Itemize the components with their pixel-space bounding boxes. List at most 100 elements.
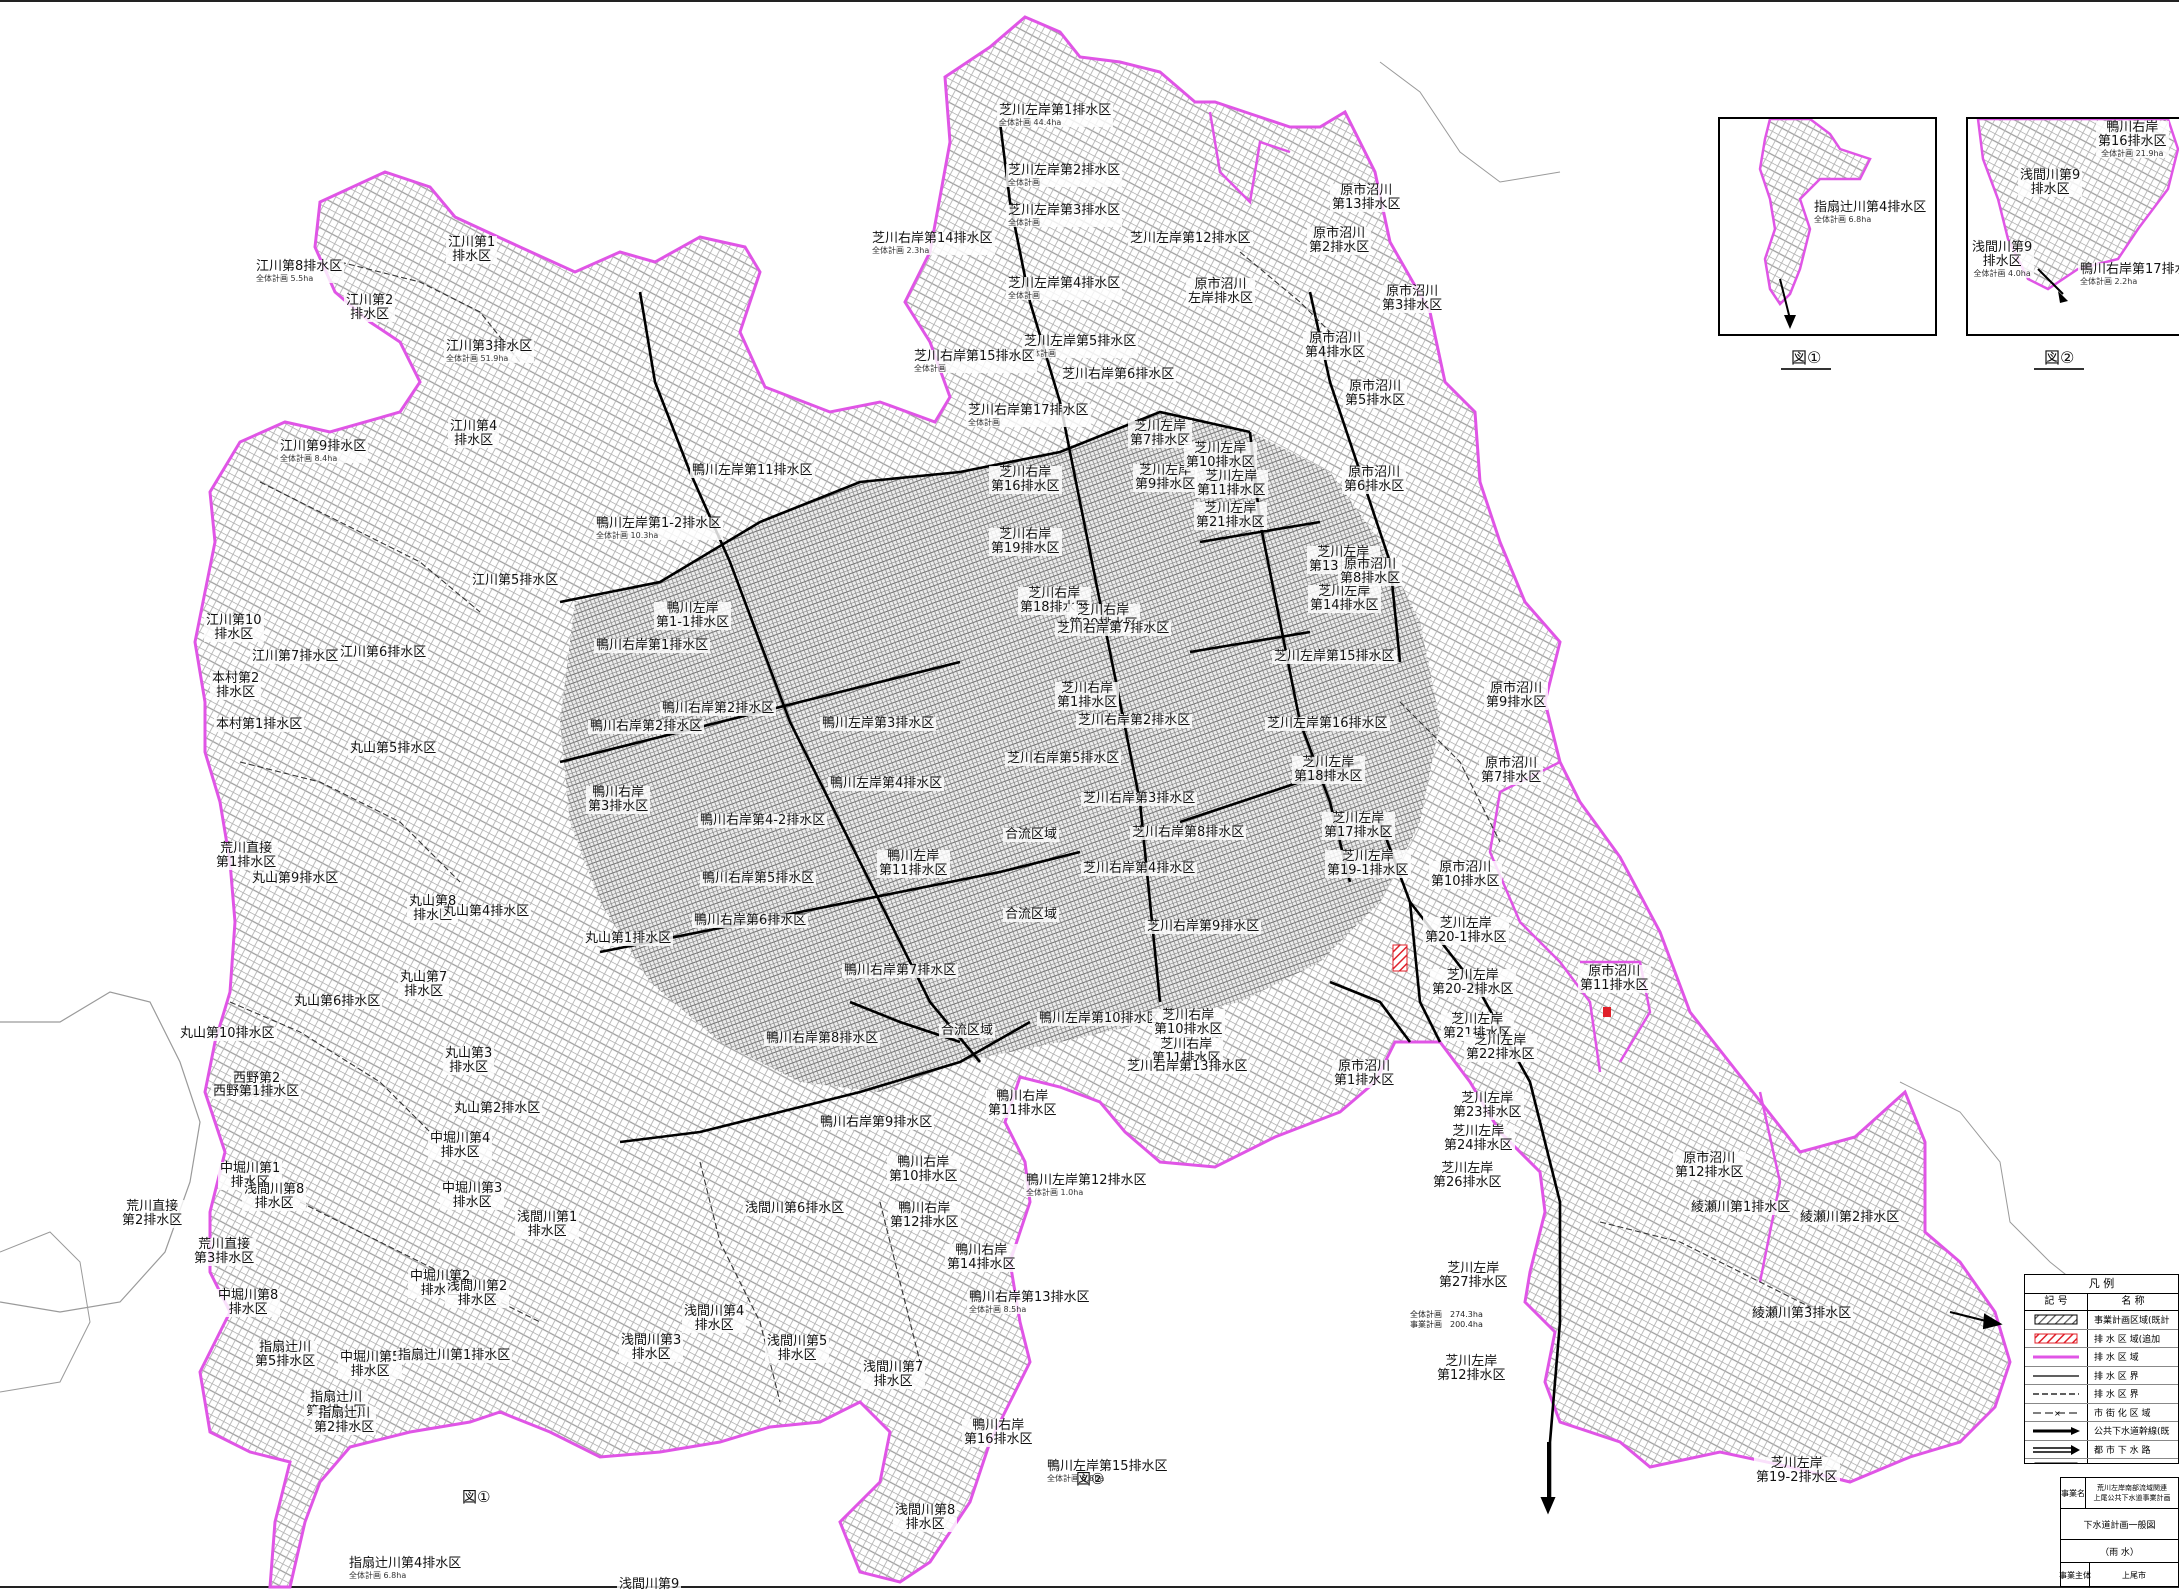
district-name: 浅間川第5 排水区	[767, 1334, 828, 1363]
district-label: 江川第7排水区	[250, 650, 341, 664]
title-block-project-name: 荒川左岸南部流域関連 上尾公共下水道事業計画	[2093, 1484, 2171, 1502]
district-label: 芝川右岸 第16排水区	[989, 466, 1062, 494]
district-label: 芝川右岸第8排水区	[1130, 826, 1247, 840]
district-label: 丸山第4排水区	[441, 905, 532, 919]
district-name: 芝川左岸 第7排水区	[1130, 419, 1191, 448]
district-label: 芝川右岸第14排水区全体計画 2.3ha	[870, 232, 995, 255]
district-name: 原市沼川 第3排水区	[1382, 284, 1443, 313]
district-label: 鴨川右岸 第14排水区	[945, 1244, 1018, 1272]
district-label: 浅間川第3 排水区	[619, 1334, 684, 1362]
legend-row: ×市 街 化 区 域	[2025, 1403, 2178, 1422]
district-name: 芝川右岸 第19排水区	[991, 527, 1060, 556]
district-label: 芝川左岸 第19-1排水区	[1325, 850, 1411, 878]
district-name: 原市沼川 第2排水区	[1309, 226, 1370, 255]
district-name: 本村第1排水区	[216, 717, 303, 732]
district-name: 原市沼川 第11排水区	[1580, 964, 1649, 993]
district-name: 江川第2 排水区	[346, 293, 394, 322]
district-label: 江川第3排水区全体計画 51.9ha	[444, 339, 535, 363]
district-name: 原市沼川 第7排水区	[1481, 756, 1542, 785]
district-name: 鴨川右岸 第11排水区	[988, 1089, 1057, 1118]
district-label: 芝川右岸第4排水区	[1081, 862, 1198, 876]
district-name: 鴨川右岸第5排水区	[702, 871, 815, 886]
inset-1: 指扇辻川第4排水区 全体計画 6.8ha	[1718, 117, 1937, 336]
title-block: 事業名 荒川左岸南部流域関連 上尾公共下水道事業計画 下水道計画一般図 （雨 水…	[2059, 1477, 2179, 1587]
district-name: 芝川左岸 第10排水区	[1186, 441, 1255, 470]
district-area: 全体計画 6.8ha	[349, 1571, 407, 1580]
legend-row: 都 市 下 水 路	[2025, 1440, 2178, 1459]
district-label: 指扇辻川 第2排水区	[312, 1407, 377, 1435]
district-area: 全体計画	[914, 364, 946, 373]
figure-ref-2: 図②	[1076, 1470, 1105, 1488]
inset-1-caption: 図①	[1781, 344, 1832, 370]
district-label: 江川第2 排水区	[344, 293, 396, 322]
title-block-owner-label: 事業主体	[2059, 1563, 2091, 1587]
district-name: 合流区域	[1005, 827, 1058, 842]
district-label: 丸山第6排水区	[292, 995, 383, 1009]
district-name: 丸山第1排水区	[585, 931, 672, 946]
district-name: 鴨川左岸第11排水区	[692, 463, 813, 478]
drainage-boundary-inner	[1208, 111, 1291, 205]
district-name: 芝川左岸 第18排水区	[1294, 755, 1363, 784]
district-label: 芝川左岸 第7排水区	[1128, 419, 1193, 448]
district-label: 芝川左岸 第22排水区	[1464, 1034, 1537, 1062]
district-label: 鴨川左岸第15排水区全体計画 6.8ha	[1045, 1460, 1170, 1483]
district-label: 芝川左岸第2排水区全体計画	[1006, 164, 1123, 187]
district-name: 鴨川右岸第7排水区	[844, 963, 957, 978]
district-label: 鴨川左岸第3排水区	[820, 717, 937, 731]
legend-col-symbol: 記 号	[2025, 1294, 2088, 1310]
district-name: 鴨川右岸第2排水区	[662, 701, 775, 716]
district-name: 芝川左岸 第20-2排水区	[1432, 968, 1514, 997]
district-name: 荒川直接 第2排水区	[122, 1199, 183, 1228]
district-name: 芝川右岸 第1排水区	[1057, 681, 1118, 710]
district-name: 芝川左岸第3排水区	[1008, 203, 1121, 218]
district-label: 荒川直接 第3排水区	[192, 1238, 257, 1266]
district-label: 芝川右岸第9排水区	[1145, 920, 1262, 934]
district-label: 鴨川右岸第6排水区	[692, 914, 809, 928]
legend-name: 排 水 区 界	[2094, 1390, 2139, 1401]
drainage-boundary-inner-4	[1758, 1091, 1782, 1283]
district-label: 綾瀬川第2排水区	[1798, 1211, 1902, 1225]
district-name: 鴨川左岸第15排水区	[1047, 1459, 1168, 1474]
district-name: 浅間川第8 排水区	[895, 1503, 956, 1532]
district-name: 指扇辻川第4排水区	[349, 1556, 462, 1571]
legend-name: 排 水 区 界	[2094, 1371, 2139, 1382]
district-name: 鴨川右岸第13排水区	[969, 1290, 1090, 1305]
district-label: 指扇辻川第4排水区全体計画 6.8ha	[347, 1556, 464, 1580]
district-name: 江川第1 排水区	[448, 235, 496, 264]
district-label: 芝川左岸第1排水区全体計画 44.4ha	[997, 104, 1114, 127]
district-label: 原市沼川 第3排水区	[1380, 284, 1445, 313]
district-label: 合流区域	[939, 1024, 996, 1038]
title-block-owner-name: 上尾市	[2122, 1570, 2146, 1580]
legend-name: 事業計画区域(既計	[2094, 1316, 2170, 1327]
district-name: 鴨川右岸 第14排水区	[947, 1243, 1016, 1272]
district-name: 原市沼川 第12排水区	[1675, 1151, 1744, 1180]
district-label: 荒川直接 第1排水区	[214, 842, 279, 870]
district-area: 全体計画	[1024, 349, 1056, 358]
district-label: 浅間川第2 排水区	[445, 1280, 510, 1308]
district-name: 江川第3排水区	[446, 339, 533, 354]
district-label: 芝川左岸第3排水区全体計画	[1006, 203, 1123, 227]
district-label: 浅間川第9	[617, 1577, 682, 1592]
district-label: 原市沼川 第2排水区	[1307, 226, 1372, 255]
district-name: 鴨川右岸 第16排水区	[964, 1418, 1033, 1447]
district-name: 浅間川第9	[619, 1577, 680, 1592]
district-name: 西野第1排水区	[213, 1084, 300, 1099]
district-name: 芝川右岸第3排水区	[1083, 791, 1196, 806]
district-label: 中堀川第5 排水区	[338, 1351, 403, 1379]
district-label: 芝川左岸 第11排水区	[1195, 470, 1268, 498]
district-name: 浅間川第8 排水区	[244, 1182, 305, 1211]
district-label: 合流区域	[1003, 908, 1060, 922]
legend-row: 排 水 区 界	[2025, 1366, 2178, 1385]
district-label: 芝川左岸第15排水区	[1272, 650, 1397, 664]
district-name: 指扇辻川 第5排水区	[255, 1340, 316, 1369]
district-area: 全体計画 8.4ha	[280, 454, 338, 463]
district-name: 丸山第2排水区	[454, 1101, 541, 1116]
district-label: 鴨川右岸第1排水区	[594, 639, 711, 653]
title-block-drawing-sub: （雨 水）	[2061, 1540, 2178, 1563]
district-name: 鴨川左岸第10排水区	[1039, 1011, 1160, 1026]
district-name: 原市沼川 第8排水区	[1340, 557, 1401, 586]
district-label: 鴨川左岸第1-2排水区全体計画 10.3ha	[594, 517, 724, 540]
district-name: 中堀川第1 排水区	[220, 1161, 281, 1190]
district-label: 鴨川左岸第12排水区全体計画 1.0ha	[1024, 1174, 1149, 1197]
